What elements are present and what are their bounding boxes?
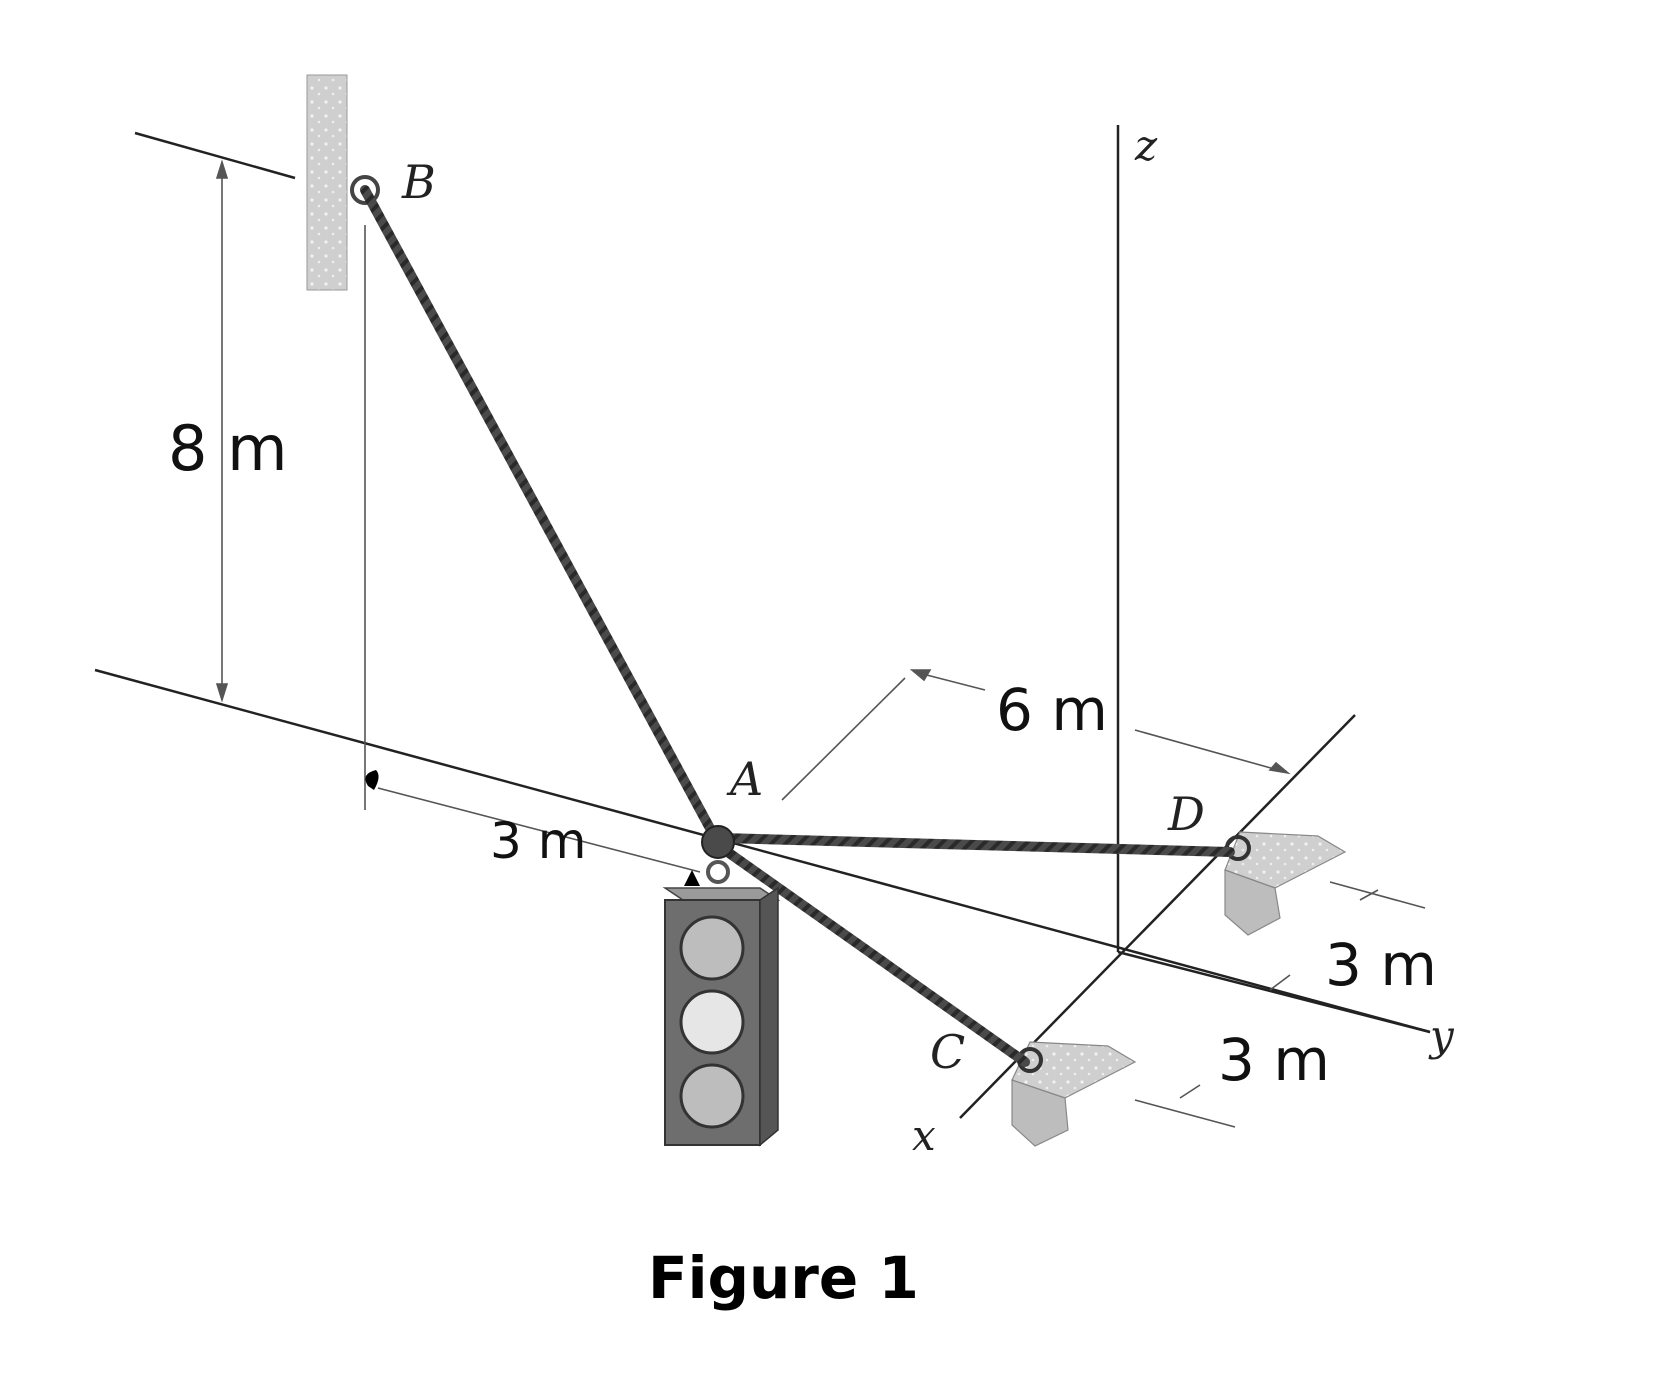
figure-caption: Figure 1 <box>648 1244 919 1312</box>
traffic-light <box>662 886 781 1147</box>
dim-3m-tick-3 <box>1179 1084 1201 1099</box>
support-D-top <box>1224 831 1347 889</box>
label-C: C <box>930 1025 965 1079</box>
cables <box>360 185 1235 1067</box>
wall-plate-B <box>306 74 380 291</box>
cable-AC <box>717 843 1030 1067</box>
traffic-light-side <box>759 886 779 1147</box>
axis-label-y: y <box>1428 1011 1455 1060</box>
dim-label-8m: 8 m <box>168 412 288 485</box>
support-D <box>1224 831 1347 936</box>
dim-3m-D-ext <box>1329 881 1426 909</box>
lamp-middle <box>679 989 745 1055</box>
support-C-leg <box>1011 1079 1069 1147</box>
dimension-lines <box>215 159 1426 1128</box>
traffic-light-top <box>662 887 781 901</box>
dim-6m-arrow-right <box>1268 761 1291 775</box>
axis-label-z: z <box>1134 121 1158 170</box>
support-D-leg <box>1224 869 1281 936</box>
point-A-knot <box>701 825 735 884</box>
cable-AB <box>360 185 717 837</box>
cable-AD <box>717 833 1235 857</box>
pointer-mark-A <box>684 870 700 886</box>
knot-A <box>701 825 735 859</box>
dim-8m-arrow-top <box>215 159 229 179</box>
y-axis-line <box>1117 950 1431 1034</box>
dim-label-6m: 6 m <box>996 676 1108 744</box>
label-A: A <box>726 752 763 806</box>
label-B: B <box>401 155 436 209</box>
dim-6m-line-b <box>1134 729 1286 773</box>
dim-label-3m-right-bottom: 3 m <box>1218 1026 1330 1094</box>
dim-3m-C-ext <box>1134 1099 1236 1128</box>
label-D: D <box>1167 787 1205 841</box>
dim-3m-tick-1 <box>1359 889 1379 901</box>
lower-street-line <box>94 668 1431 1034</box>
ring-A <box>706 860 730 884</box>
pointer-mark-left <box>365 770 379 790</box>
lamp-top <box>679 915 745 981</box>
dim-6m-left-ext <box>781 677 906 801</box>
dim-6m-arrow-left <box>909 669 932 682</box>
top-street-line <box>134 131 296 180</box>
axis-label-x: x <box>912 1111 936 1160</box>
wall-plate <box>306 74 348 291</box>
dim-label-3m-left: 3 m <box>490 812 586 870</box>
signal-lamps <box>679 915 745 1129</box>
dim-8m-arrow-bottom <box>215 683 229 703</box>
dim-label-3m-right-top: 3 m <box>1325 931 1437 999</box>
eyebolt-B <box>350 175 380 205</box>
support-C <box>1011 1041 1137 1147</box>
lamp-bottom <box>679 1063 745 1129</box>
dim-3m-tick-2 <box>1269 974 1291 991</box>
dim-3m-left-line <box>377 787 701 873</box>
support-C-top <box>1011 1041 1137 1099</box>
